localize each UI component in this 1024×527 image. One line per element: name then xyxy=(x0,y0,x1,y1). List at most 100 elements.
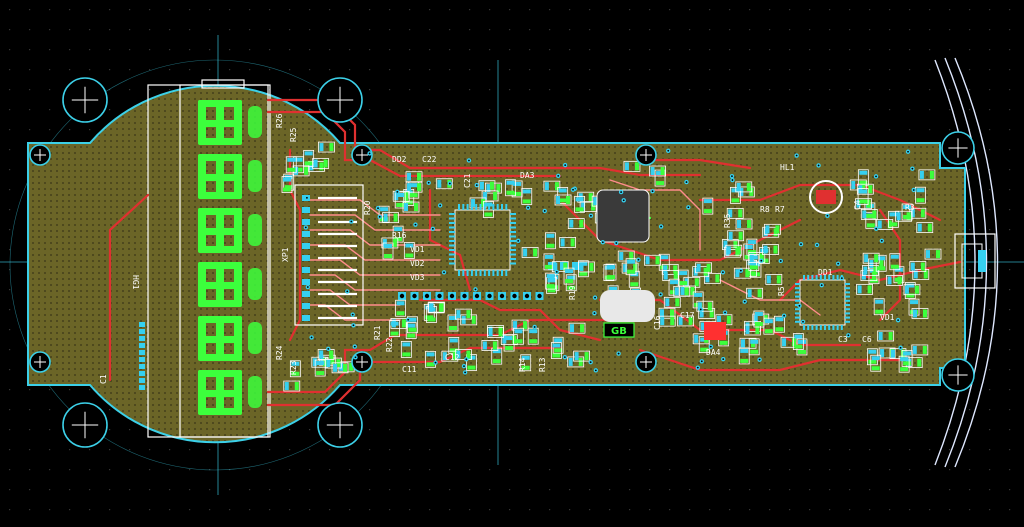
smd-component[interactable] xyxy=(455,308,472,320)
smd-component[interactable] xyxy=(738,347,750,365)
smd-component[interactable] xyxy=(317,349,335,360)
mounting-hole[interactable] xyxy=(29,351,51,373)
smd-component[interactable] xyxy=(856,183,874,195)
smd-component[interactable] xyxy=(481,340,499,351)
mounting-hole[interactable] xyxy=(29,144,51,166)
smd-component[interactable] xyxy=(545,232,556,250)
smd-component[interactable] xyxy=(774,315,785,333)
smd-component[interactable] xyxy=(862,252,880,264)
smd-component[interactable] xyxy=(792,333,804,350)
smd-component[interactable] xyxy=(726,207,744,219)
smd-component[interactable] xyxy=(551,261,569,273)
smd-component[interactable] xyxy=(725,244,743,256)
smd-component[interactable] xyxy=(916,222,934,234)
smd-component[interactable] xyxy=(318,141,335,153)
large-pads[interactable]: GB xyxy=(596,189,726,340)
smd-component[interactable] xyxy=(857,188,869,205)
mounting-hole[interactable] xyxy=(635,351,657,373)
smd-component[interactable] xyxy=(563,267,575,285)
smd-component[interactable] xyxy=(870,354,882,372)
smd-component[interactable] xyxy=(658,315,676,327)
smd-component[interactable] xyxy=(644,254,661,266)
smd-component[interactable] xyxy=(661,263,679,275)
smd-component[interactable] xyxy=(331,362,349,374)
smd-component[interactable] xyxy=(382,212,399,224)
smd-component[interactable] xyxy=(403,242,415,259)
smd-component[interactable] xyxy=(753,310,765,328)
smd-component[interactable] xyxy=(903,284,921,296)
smd-component[interactable] xyxy=(886,275,903,286)
smd-component[interactable] xyxy=(289,360,301,378)
smd-component[interactable] xyxy=(283,380,301,392)
smd-component[interactable] xyxy=(487,327,505,338)
smd-component[interactable] xyxy=(703,272,721,284)
smd-component[interactable] xyxy=(873,298,885,316)
smd-component[interactable] xyxy=(748,254,760,271)
smd-component[interactable] xyxy=(673,285,691,297)
smd-component[interactable] xyxy=(389,320,400,337)
smd-component[interactable] xyxy=(856,283,873,295)
smd-component[interactable] xyxy=(625,258,637,276)
mounting-holes[interactable] xyxy=(29,77,975,448)
smd-component[interactable] xyxy=(405,171,423,183)
smd-component[interactable] xyxy=(735,218,753,230)
smd-components[interactable] xyxy=(139,141,942,392)
smd-component[interactable] xyxy=(765,274,783,285)
smd-component[interactable] xyxy=(425,350,436,368)
smd-component[interactable] xyxy=(505,179,516,197)
smd-component[interactable] xyxy=(924,248,942,260)
smd-component[interactable] xyxy=(898,355,910,373)
smd-component[interactable] xyxy=(574,195,585,213)
smd-component[interactable] xyxy=(579,201,597,212)
smd-component[interactable] xyxy=(911,344,929,356)
usb-connector[interactable] xyxy=(954,233,996,289)
mounting-hole[interactable] xyxy=(351,351,373,373)
smd-component[interactable] xyxy=(407,316,418,334)
mounting-hole[interactable] xyxy=(317,402,363,448)
smd-component[interactable] xyxy=(912,269,930,280)
mounting-hole[interactable] xyxy=(62,402,108,448)
smd-component[interactable] xyxy=(478,180,496,192)
mounting-hole[interactable] xyxy=(635,144,657,166)
smd-component[interactable] xyxy=(312,158,330,169)
smd-component[interactable] xyxy=(605,263,617,281)
smd-component[interactable] xyxy=(695,262,712,274)
smd-component[interactable] xyxy=(727,230,745,242)
smd-component[interactable] xyxy=(663,296,681,308)
smd-component[interactable] xyxy=(861,265,879,276)
smd-component[interactable] xyxy=(677,315,694,327)
smd-component[interactable] xyxy=(394,191,406,209)
smd-component[interactable] xyxy=(513,327,524,345)
smd-component[interactable] xyxy=(744,324,761,336)
smd-component[interactable] xyxy=(520,354,532,372)
smd-component[interactable] xyxy=(427,302,445,314)
smd-component[interactable] xyxy=(281,176,293,193)
smd-component[interactable] xyxy=(702,197,714,215)
smd-component[interactable] xyxy=(733,267,751,279)
smd-component[interactable] xyxy=(748,338,760,356)
smd-component[interactable] xyxy=(402,201,420,213)
display-module[interactable] xyxy=(147,79,271,438)
mounting-hole[interactable] xyxy=(941,358,975,392)
smd-component[interactable] xyxy=(698,308,716,319)
smd-component[interactable] xyxy=(696,300,714,312)
smd-component[interactable] xyxy=(395,299,406,317)
smd-component[interactable] xyxy=(762,244,779,255)
smd-component[interactable] xyxy=(455,349,472,360)
smd-component[interactable] xyxy=(521,247,539,258)
smd-component[interactable] xyxy=(554,194,572,206)
smd-component[interactable] xyxy=(545,272,557,290)
smd-component[interactable] xyxy=(285,156,297,174)
smd-component[interactable] xyxy=(550,342,562,359)
smd-component[interactable] xyxy=(909,261,927,272)
smd-component[interactable] xyxy=(557,187,569,204)
smd-component[interactable] xyxy=(860,209,878,220)
smd-component[interactable] xyxy=(382,242,394,260)
smd-component[interactable] xyxy=(559,237,577,248)
mounting-hole[interactable] xyxy=(351,144,373,166)
smd-component[interactable] xyxy=(901,203,913,221)
mounting-hole[interactable] xyxy=(941,131,975,165)
smd-component[interactable] xyxy=(405,181,423,193)
smd-component[interactable] xyxy=(314,359,326,377)
